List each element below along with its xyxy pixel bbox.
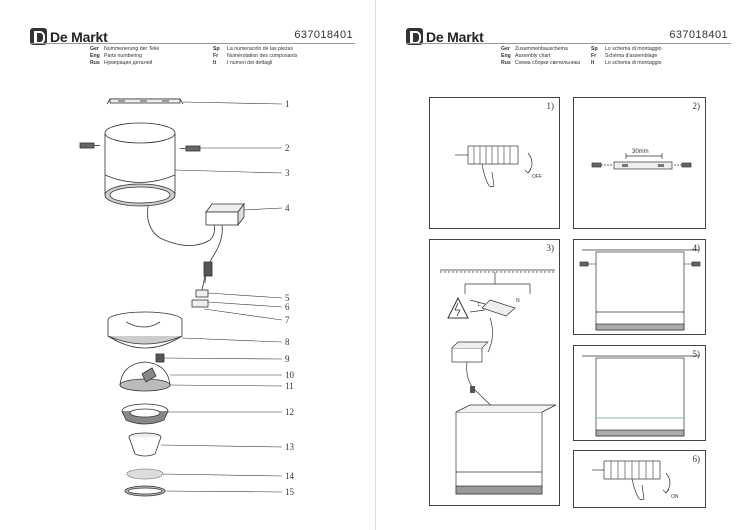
screw-left-drawing [79,142,100,149]
led-driver-drawing [205,202,245,227]
step-1-panel: 1) OFF [429,97,560,229]
screw-right-drawing [180,145,201,152]
step-6-panel: 6) ON [573,450,706,508]
step-number: 5) [692,349,701,359]
step-4-drawing [579,249,701,331]
wire-l-label: L [478,302,481,308]
wire-n-label: N [516,298,520,304]
fixing-screw-drawing [155,353,165,363]
brand-logo: De Markt [406,28,484,45]
part-number: 13 [285,442,295,452]
diffuser-drawing [126,468,164,480]
step-2-panel: 2) 30mm [573,97,706,229]
step-3-panel: 3) L [429,239,560,506]
dimension-label: 30mm [632,149,649,155]
lamp-holder-drawing [119,361,171,392]
part-number: 8 [285,337,290,347]
product-code: 637018401 [294,29,353,41]
step-number: 2) [692,101,701,111]
power-cable-drawing [147,205,215,246]
part-number: 12 [285,407,294,417]
part-number-labels: 1 2 3 4 5 6 7 8 9 10 11 12 13 14 15 [285,99,295,497]
leader-lines [160,101,283,493]
part-number: 3 [285,168,290,178]
part-number: 10 [285,370,295,380]
part-number: 7 [285,315,290,325]
trim-ring-drawing [124,485,166,497]
lamp-body-drawing [595,251,685,331]
product-code: 637018401 [669,29,728,41]
led-driver-drawing [451,347,483,363]
cable-connector-drawing [191,261,213,308]
lamp-body-drawing [595,357,685,437]
off-label: OFF [532,174,542,180]
mounting-bracket-drawing [613,161,673,170]
brand-logo: De Markt [30,28,108,45]
step-4-panel: 4) [573,239,706,335]
part-number: 9 [285,354,290,364]
step-3-drawing: L N [440,269,557,495]
step-1-drawing: OFF [455,145,542,188]
hand-drawing [631,478,645,501]
header-rule [30,43,355,44]
part-number: 15 [285,487,295,497]
part-number: 11 [285,381,294,391]
part-number: 1 [285,99,290,109]
step-5-panel: 5) [573,345,706,441]
part-number: 6 [285,302,290,312]
step-number: 1) [546,101,555,111]
cylinder-housing-drawing [104,122,176,207]
connection-block-drawing [481,299,516,317]
part-number: 14 [285,471,295,481]
screw-right-icon [691,261,701,267]
brand-name: De Markt [50,28,108,45]
lens-drawing [128,432,162,457]
step-number: 4) [692,243,701,253]
step-6-drawing: ON [592,460,679,501]
header-rule [406,43,731,44]
hand-drawing [481,163,495,188]
electrical-hazard-icon [447,296,469,319]
screw-left-icon [591,162,602,168]
on-label: ON [671,494,679,500]
lamp-body-drawing [455,411,543,495]
screw-right-icon [681,162,692,168]
step-2-drawing: 30mm [591,149,692,170]
part-number: 2 [285,143,290,153]
brand-name: De Markt [426,28,484,45]
part-number: 5 [285,293,290,303]
mounting-bracket-drawing [106,98,184,105]
step-5-drawing [582,355,699,437]
step-number: 3) [546,243,555,253]
reflector-drawing [107,311,183,349]
exploded-parts-diagram: 1 2 3 4 5 6 7 8 9 10 11 12 13 14 15 [79,98,295,497]
step-number: 6) [692,454,701,464]
terminal-block-drawing [467,145,519,165]
part-number: 4 [285,203,290,213]
screw-left-icon [579,261,589,267]
led-module-drawing [121,403,169,425]
